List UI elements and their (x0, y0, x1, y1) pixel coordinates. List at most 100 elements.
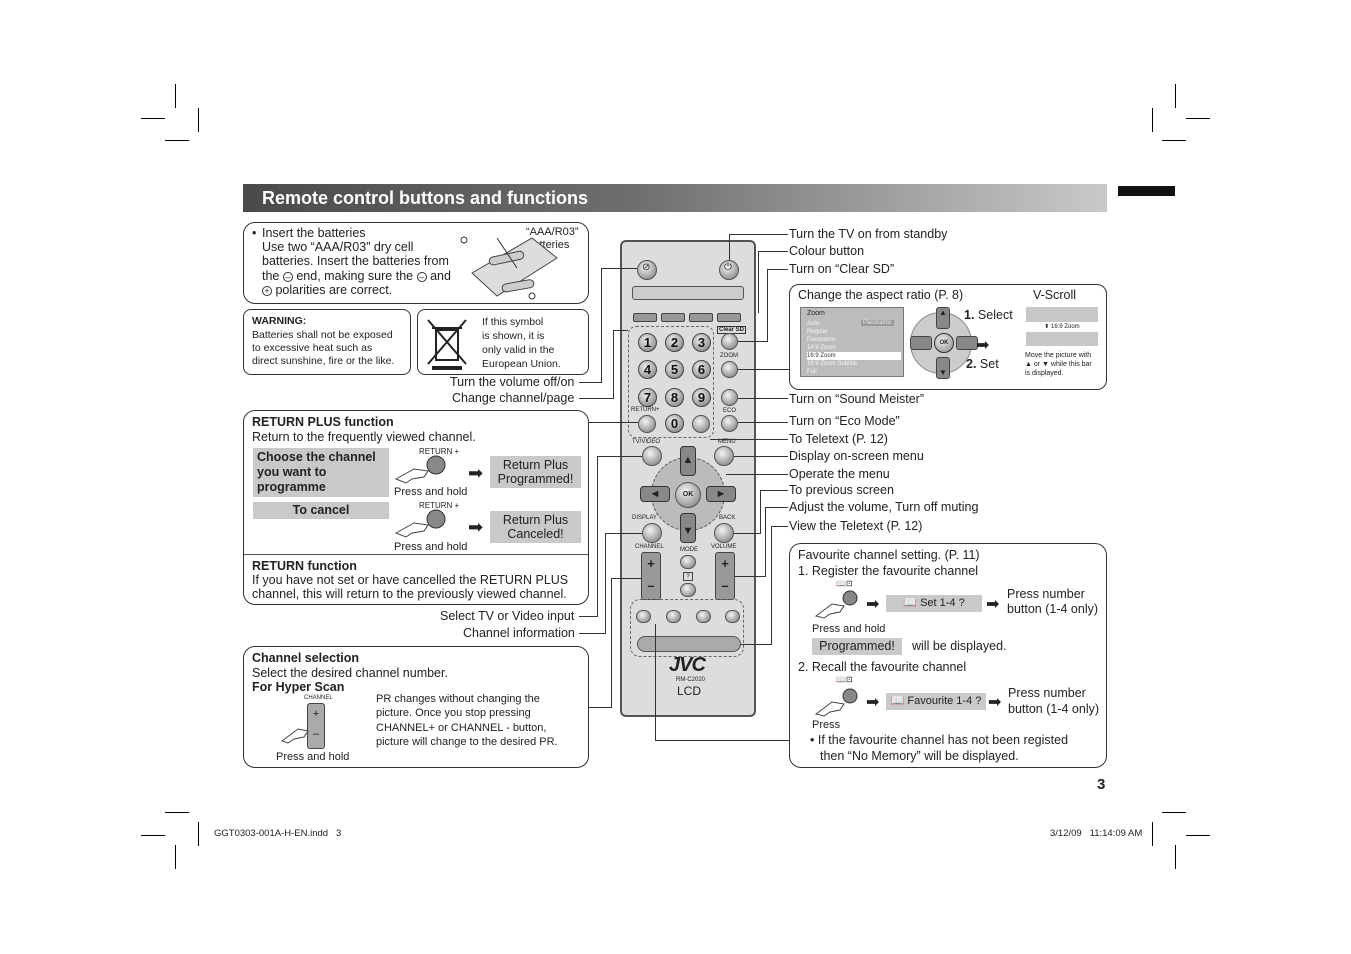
function-button-4[interactable] (725, 610, 740, 623)
connector-line (589, 707, 612, 708)
label-colour: Colour button (789, 244, 865, 258)
eu-line2: is shown, it is (482, 330, 545, 342)
mode-button[interactable] (680, 555, 696, 569)
eco-button[interactable] (721, 415, 738, 432)
standby-button[interactable] (719, 260, 739, 280)
function-button-3[interactable] (696, 610, 711, 623)
crop-mark (175, 845, 176, 869)
return-plus-button[interactable] (638, 415, 656, 433)
zoom-menu-item: Regular (807, 329, 829, 335)
dpad-right-button[interactable]: ► (706, 486, 736, 502)
warning-box: WARNING: Batteries shall not be exposed … (243, 309, 411, 375)
connector-line (597, 456, 598, 617)
function-button-2[interactable] (666, 610, 681, 623)
connector-line (729, 234, 730, 260)
set-prompt: 📖 Set 1-4 ? (886, 595, 982, 612)
vscroll-note3: is displayed. (1025, 370, 1064, 377)
dpad-left-button[interactable]: ◄ (640, 486, 670, 502)
power-icon: ⏻ (724, 262, 732, 273)
clear-sd-button[interactable] (721, 333, 738, 350)
batteries-line5: polarities are correct. (275, 283, 393, 297)
zoom-menu-title: Zoom (807, 310, 825, 317)
number-button-0[interactable]: 0 (665, 414, 684, 433)
number-button-5[interactable]: 5 (665, 360, 684, 379)
book-icon: 📖⊡ (836, 579, 853, 588)
result-canceled-line2: Canceled! (507, 527, 564, 541)
vscroll-screen: ⬍ 16:9 Zoom (1026, 307, 1098, 346)
label-channel-info: Channel information (463, 626, 575, 640)
crop-mark (165, 812, 189, 813)
number-button-6[interactable]: 6 (692, 360, 711, 379)
display-button[interactable] (642, 523, 662, 543)
sound-meister-button[interactable] (721, 389, 738, 406)
label-sound-meister: Turn on “Sound Meister” (789, 392, 925, 406)
arrow-right-icon: ➡ (866, 596, 880, 613)
favourite-note1-text: If the favourite channel has not been re… (817, 733, 1069, 747)
return-plus-box: RETURN PLUS function Return to the frequ… (243, 410, 589, 605)
bullet: • (252, 226, 257, 240)
ok-button[interactable]: OK (675, 482, 701, 508)
number-button-1[interactable]: 1 (638, 333, 657, 352)
teletext-button[interactable] (692, 415, 710, 433)
colour-button-red[interactable] (633, 313, 657, 322)
channel-selection-desc: Select the desired channel number. (252, 666, 448, 680)
channel-rocker[interactable]: +– (641, 552, 661, 600)
jvc-logo: JVC (669, 654, 706, 676)
hyper-note2: picture. Once you stop pressing (376, 707, 531, 719)
set-prompt-text: Set 1-4 ? (920, 597, 965, 609)
press-hand-icon (280, 728, 309, 744)
connector-line (758, 251, 759, 313)
colour-button-green[interactable] (661, 313, 685, 322)
result-programmed-line1: Return Plus (502, 458, 569, 472)
batteries-line4c: and (430, 269, 451, 283)
number-button-3[interactable]: 3 (692, 333, 711, 352)
number-button-4[interactable]: 4 (638, 360, 657, 379)
battery-callout1: “AAA/R03” (526, 226, 579, 238)
model-label: RM-C2020 (676, 677, 706, 683)
teletext-button-bar[interactable] (637, 636, 741, 652)
colour-button-blue[interactable] (717, 313, 741, 322)
vscroll-title: V-Scroll (1033, 288, 1077, 302)
label-volume: Adjust the volume, Turn off muting (789, 500, 979, 514)
number-button-8[interactable]: 8 (665, 388, 684, 407)
zoom-menu-side: Panoramic (861, 320, 894, 326)
number-button-7[interactable]: 7 (638, 388, 657, 407)
connector-line (611, 578, 612, 708)
connector-line (597, 456, 642, 457)
connector-line (605, 533, 606, 634)
connector-line (579, 616, 598, 617)
label-standby: Turn the TV on from standby (789, 227, 948, 241)
info-button[interactable] (680, 583, 696, 597)
zoom-menu-screen: Zoom Panoramic Auto Regular Panoramic 14… (800, 307, 904, 377)
batteries-line4a: the (262, 269, 280, 283)
dpad-left-icon (910, 336, 932, 350)
mute-button[interactable] (637, 260, 657, 280)
crop-mark (141, 118, 165, 119)
arrow-right-icon: ➡ (866, 694, 880, 711)
dpad-up-button[interactable]: ▲ (680, 446, 696, 476)
eu-line1: If this symbol (482, 316, 544, 328)
crop-mark (1152, 822, 1153, 846)
crop-mark (1186, 835, 1210, 836)
number-button-2[interactable]: 2 (665, 333, 684, 352)
menu-button[interactable] (714, 446, 734, 466)
crop-mark (1162, 140, 1186, 141)
warning-line3: direct sunshine, fire or the like. (252, 355, 395, 367)
dpad-down-icon: ▼ (936, 357, 950, 379)
function-button-1[interactable] (636, 610, 651, 623)
dpad-down-button[interactable]: ▼ (680, 513, 696, 543)
book-icon: 📖⊡ (836, 675, 853, 684)
crop-mark (141, 835, 165, 836)
connector-line (765, 507, 766, 577)
tv-video-button[interactable] (642, 446, 662, 466)
section-title-bar: Remote control buttons and functions (243, 184, 1107, 212)
channel-rocker-icon: +– (307, 703, 325, 749)
arrow-right-icon: ➡ (468, 463, 484, 483)
colour-button-yellow[interactable] (689, 313, 713, 322)
number-button-9[interactable]: 9 (692, 388, 711, 407)
zoom-button[interactable] (721, 361, 738, 378)
back-button[interactable] (714, 523, 734, 543)
press-hold-label: Press and hold (812, 623, 886, 635)
volume-rocker[interactable]: +– (715, 552, 735, 600)
press-hand-icon (394, 455, 446, 484)
